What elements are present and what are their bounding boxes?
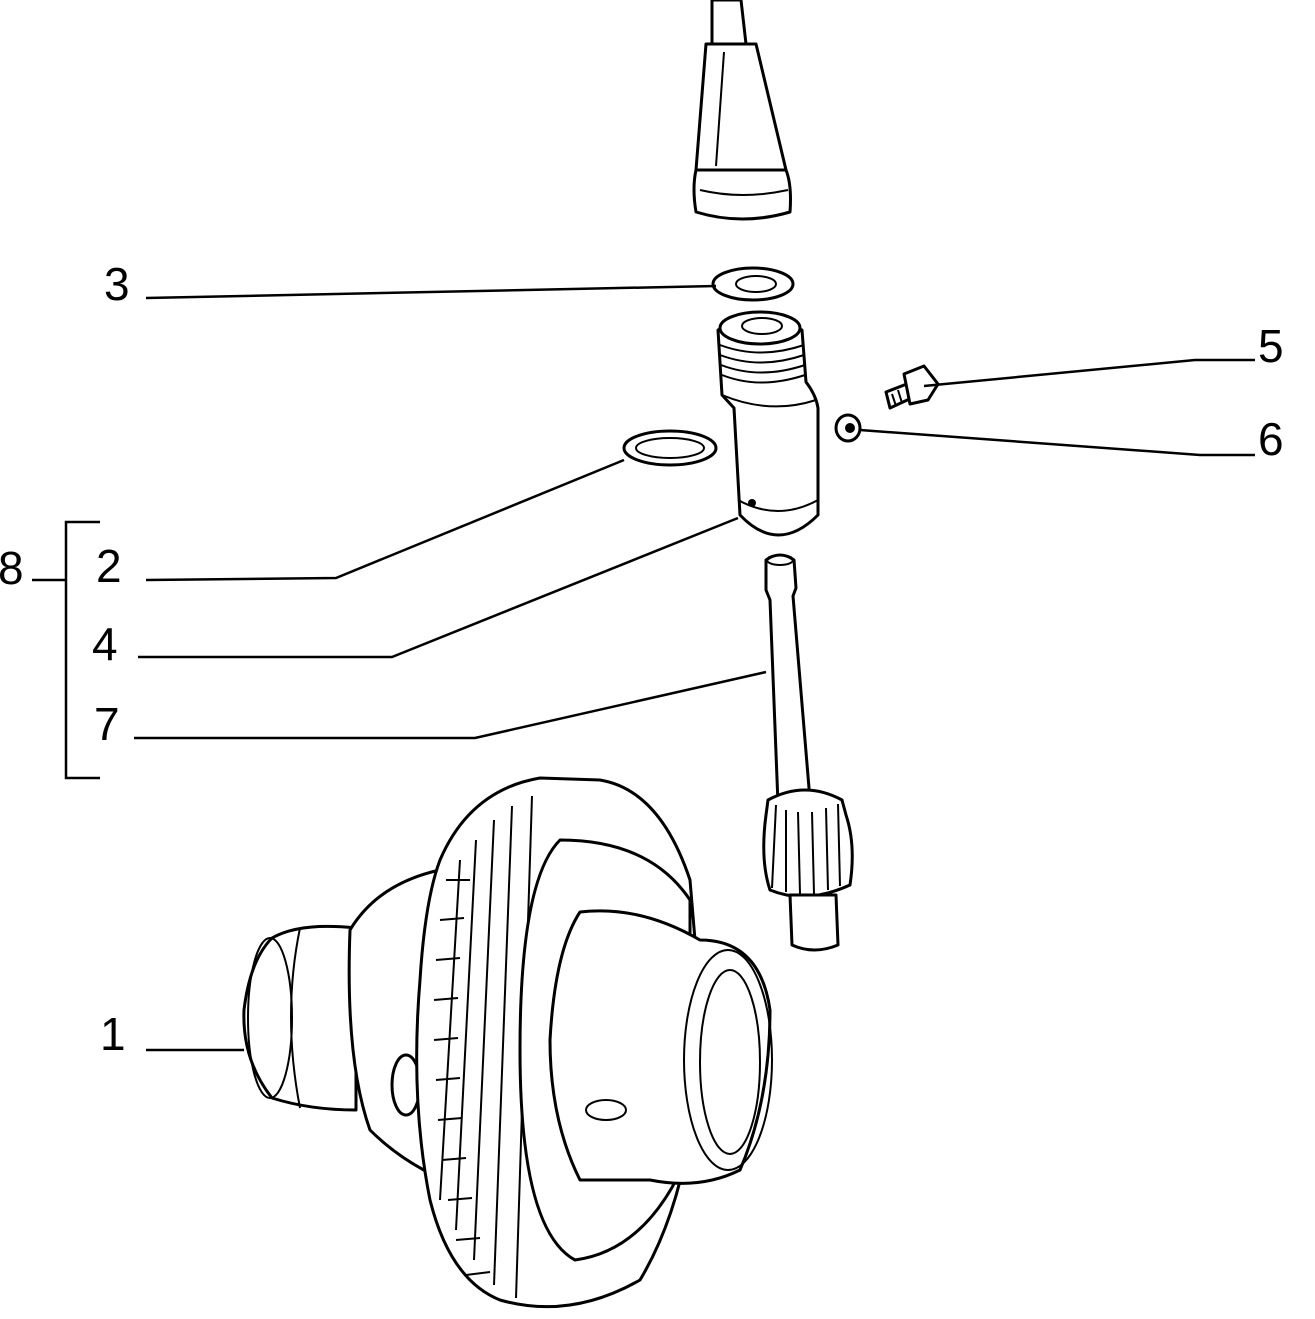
differential-part-1 xyxy=(242,776,773,1309)
washer-part-6 xyxy=(834,413,862,443)
callout-8: 8 xyxy=(0,542,24,594)
leader-lines xyxy=(32,284,1255,1052)
bracket-8 xyxy=(64,520,100,780)
bushing-part-4 xyxy=(716,310,820,537)
callout-5: 5 xyxy=(1258,320,1284,372)
washer-part-3 xyxy=(711,266,795,302)
leader-7 xyxy=(134,670,767,740)
callout-6: 6 xyxy=(1258,413,1284,465)
o-ring-part-2 xyxy=(622,429,718,467)
callout-labels: 3 5 6 8 2 4 7 1 xyxy=(0,258,1284,1060)
callout-7: 7 xyxy=(94,698,120,750)
speedometer-cable xyxy=(692,0,792,221)
leader-6 xyxy=(859,428,1255,457)
screw-part-5 xyxy=(884,364,940,410)
leader-5 xyxy=(923,358,1255,388)
leader-3 xyxy=(145,284,717,300)
drive-pinion-part-7 xyxy=(762,553,854,952)
leader-4 xyxy=(138,516,739,659)
callout-1: 1 xyxy=(100,1008,126,1060)
leader-2 xyxy=(145,458,625,582)
callout-4: 4 xyxy=(92,618,118,670)
callout-3: 3 xyxy=(104,258,130,310)
callout-2: 2 xyxy=(96,540,122,592)
